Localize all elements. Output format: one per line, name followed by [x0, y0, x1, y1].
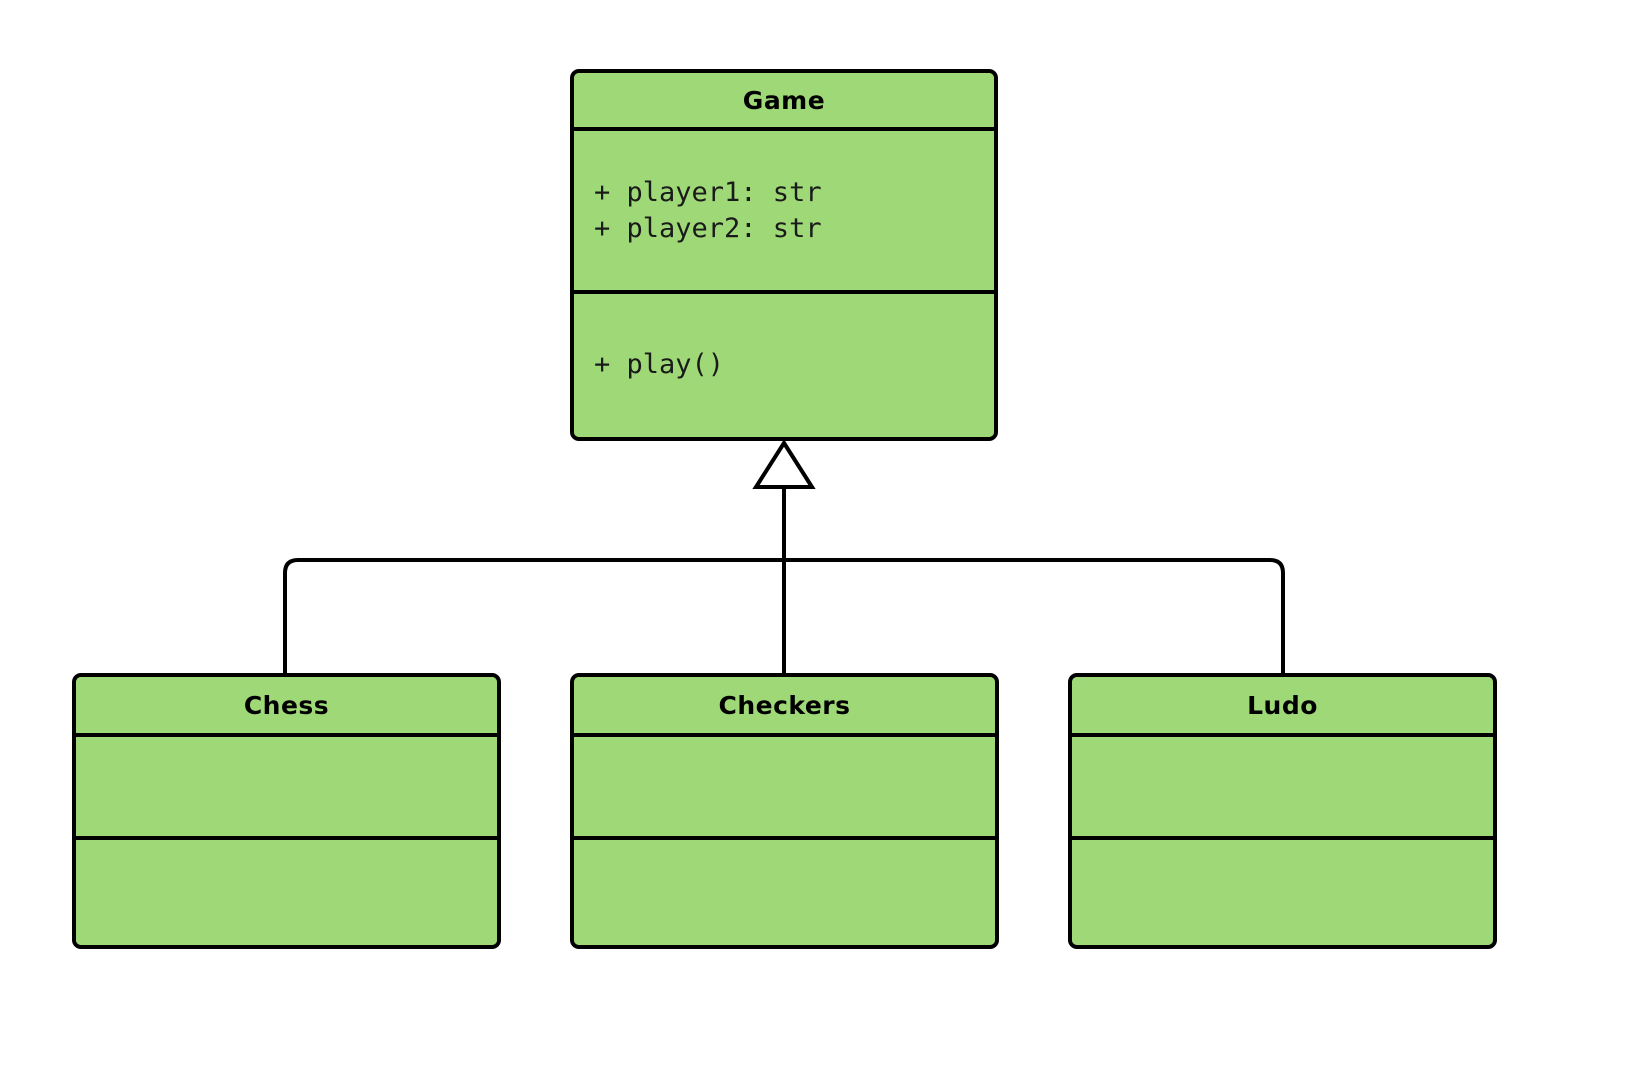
methods-compartment-game: + play() — [574, 293, 994, 437]
class-name-game: Game — [574, 73, 994, 132]
methods-compartment-ludo — [1072, 840, 1493, 945]
methods-compartment-chess — [76, 840, 497, 945]
class-name-chess: Chess — [76, 677, 497, 738]
class-name-ludo: Ludo — [1072, 677, 1493, 738]
attributes-compartment-checkers — [574, 737, 995, 841]
uml-class-chess[interactable]: Chess — [72, 673, 501, 949]
methods-compartment-checkers — [574, 840, 995, 945]
hollow-triangle-arrowhead — [752, 439, 816, 489]
uml-class-checkers[interactable]: Checkers — [570, 673, 999, 949]
class-name-checkers: Checkers — [574, 677, 995, 738]
attribute-item: + player2: str — [594, 212, 822, 244]
uml-class-game[interactable]: Game + player1: str + player2: str + pla… — [570, 69, 998, 441]
attributes-compartment-game: + player1: str + player2: str — [574, 131, 994, 294]
inheritance-bus — [283, 558, 1285, 673]
uml-class-ludo[interactable]: Ludo — [1068, 673, 1497, 949]
attributes-compartment-chess — [76, 737, 497, 841]
method-item: + play() — [594, 349, 725, 381]
attribute-item: + player1: str — [594, 176, 822, 208]
attributes-compartment-ludo — [1072, 737, 1493, 841]
